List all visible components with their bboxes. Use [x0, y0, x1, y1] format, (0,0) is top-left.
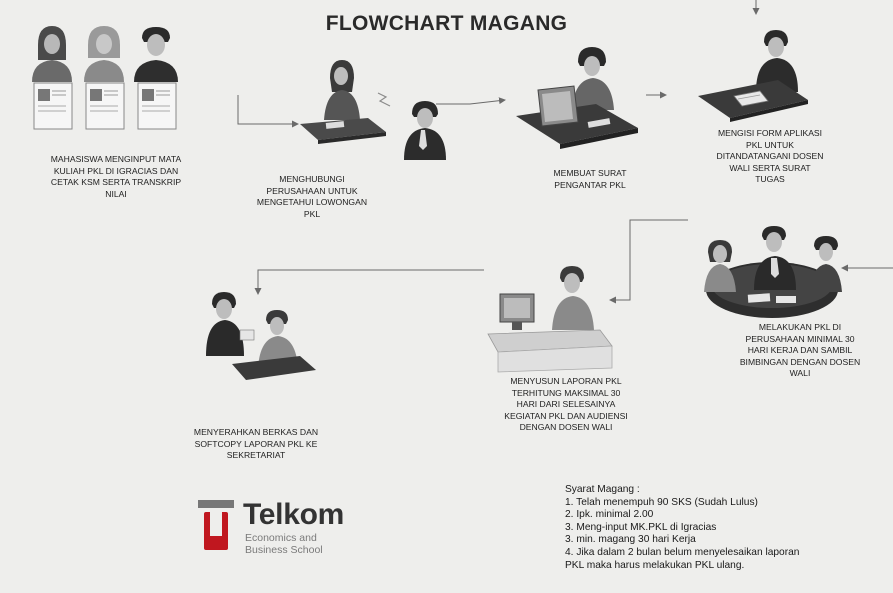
requirement-item: 4. Jika dalam 2 bulan belum menyelesaika…: [565, 546, 800, 558]
requirement-item: 3. min. magang 30 hari Kerja: [565, 534, 696, 546]
arrow-step5-step6: [609, 219, 688, 304]
requirement-item: 3. Meng-input MK.PKL di Igracias: [565, 521, 717, 533]
requirement-item: PKL maka harus melakukan PKL ulang.: [565, 559, 745, 571]
arrow-step6-step7: [254, 269, 484, 295]
signing-form-illustration: [698, 30, 808, 122]
computer-desk-illustration: [516, 47, 638, 149]
handover-illustration: [206, 292, 316, 380]
arrow-step1-step2: [237, 95, 299, 128]
page-title: FLOWCHART MAGANG: [325, 12, 568, 35]
students-illustration: [32, 26, 178, 130]
requirement-item: 2. Ipk. minimal 2.00: [565, 509, 654, 521]
report-writing-illustration: [487, 266, 613, 373]
requirements-box: Syarat Magang : 1. Telah menempuh 90 SKS…: [565, 484, 890, 572]
requirement-item: 1. Telah menempuh 90 SKS (Sudah Lulus): [565, 496, 758, 508]
meeting-illustration: [704, 226, 842, 318]
phone-call-illustration: [300, 60, 446, 160]
flow-arrows: [237, 0, 893, 304]
logo-subtitle: Economics and Business School: [245, 532, 323, 556]
arrow-step2-step3: [436, 97, 506, 105]
logo-name: Telkom: [243, 498, 345, 531]
requirements-heading: Syarat Magang :: [565, 484, 640, 495]
telkom-logo-mark: [198, 500, 234, 550]
